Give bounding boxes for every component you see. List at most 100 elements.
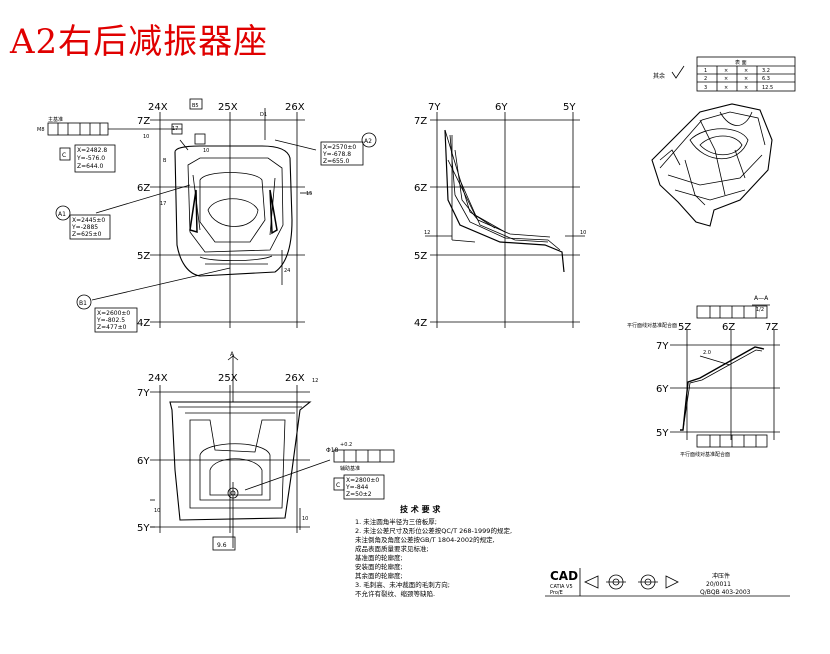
y-label-5z: 5Z <box>137 251 150 262</box>
tech-line: 基准面的轮廓度; <box>355 553 403 562</box>
hole-x: X=2800±0 <box>346 477 379 484</box>
b1-x: X=2600±0 <box>97 310 130 317</box>
drawing-title: A2右后减振器座 <box>10 22 269 62</box>
tech-line: 3. 毛刺高、未冲裁面的毛刺方向; <box>355 580 450 589</box>
dim-label: B <box>163 158 167 164</box>
x-label-25: 25X <box>218 102 238 113</box>
tech-line: 其余面的轮廓度; <box>355 571 403 580</box>
frame-label-m8: M8 <box>37 127 45 133</box>
view-bottom <box>150 355 395 551</box>
x-label-5y: 5Y <box>563 102 576 113</box>
y-label-4z: 4Z <box>414 318 427 329</box>
dim-label: 10 <box>154 508 160 514</box>
dim-label: 10 <box>143 134 149 140</box>
version-label: Pro/E <box>550 590 563 596</box>
b1-y: Y=-802.5 <box>96 317 125 324</box>
aux-datum-label: 辅助基准 <box>340 465 360 472</box>
x-label-7z: 7Z <box>765 322 778 333</box>
tech-line: 成品表面质量要求见标准; <box>355 544 429 553</box>
roughness-cell: 2 <box>704 76 707 82</box>
roughness-cell: × <box>724 76 728 82</box>
title-block-line: Q/BQB 403-2003 <box>700 589 751 596</box>
dim-label: 15 <box>306 191 312 197</box>
roughness-cell: × <box>724 85 728 91</box>
x-label-26: 26X <box>285 102 305 113</box>
title-block-line: 20/0011 <box>706 581 731 588</box>
roughness-cell: 12.5 <box>762 85 773 91</box>
x-label-25: 25X <box>218 373 238 384</box>
title-block-line: 冲压件 <box>712 572 730 580</box>
cad-label: CAD <box>550 569 578 583</box>
y-label-7z: 7Z <box>137 116 150 127</box>
dim-label: 10 <box>580 230 586 236</box>
y-label-6y: 6Y <box>656 384 669 395</box>
iso-view <box>651 103 773 227</box>
view-side-labels: 7Y 6Y 5Y 7Z 6Z 5Z 4Z 12 10 <box>414 102 586 329</box>
section-note-bottom: 平行面线对基准配合面 <box>680 451 730 458</box>
software-label: CATIA V5 <box>550 584 573 590</box>
x-label-6y: 6Y <box>495 102 508 113</box>
dim-label: 10 <box>203 148 209 154</box>
a1-z: Z=625±0 <box>72 231 102 238</box>
a3-y: Y=-576.0 <box>76 155 105 162</box>
a2-x: X=2570±0 <box>323 144 356 151</box>
frame-label-c: C <box>62 152 66 159</box>
hole-diameter: Φ18 <box>326 447 339 454</box>
title-block <box>545 568 790 597</box>
y-label-4z: 4Z <box>137 318 150 329</box>
tag-b1: B1 <box>79 300 87 307</box>
tech-heading: 技 术 要 求 <box>400 504 441 514</box>
tech-line: 安装面的轮廓度; <box>355 562 403 571</box>
hole-z: Z=50±2 <box>346 491 372 498</box>
roughness-labels: 其余 表 面 1 × × 3.2 2 × × 6.3 3 × × 12.5 <box>653 59 773 91</box>
b1-z: Z=477±0 <box>97 324 127 331</box>
y-label-5z: 5Z <box>414 251 427 262</box>
view-top <box>47 98 377 333</box>
tag-a2: A2 <box>364 138 372 145</box>
view-top-labels: 24X 25X 26X 7Z 6Z 5Z 4Z B5 M8 主基准 C A1 X… <box>37 102 372 331</box>
dim-label: 12 <box>312 378 318 384</box>
y-label-7z: 7Z <box>414 116 427 127</box>
hole-datum-tag: C <box>336 482 340 489</box>
dim-label: 12 <box>424 230 430 236</box>
frame-label-main: 主基准 <box>48 116 63 123</box>
hole-tolerance: +0.2 <box>340 442 352 448</box>
roughness-cell: 6.3 <box>762 76 770 82</box>
roughness-cell: × <box>744 68 748 74</box>
y-label-6y: 6Y <box>137 456 150 467</box>
a3-z: Z=644.0 <box>77 163 103 170</box>
tech-line: 1. 未注圆角半径为三倍板厚; <box>355 517 437 526</box>
dim-label: 10 <box>302 516 308 522</box>
tech-line: 不允许有裂纹、缩颈等缺陷. <box>355 589 435 598</box>
view-side <box>425 112 585 328</box>
section-mark: A <box>230 351 235 358</box>
dim-label: 17 <box>172 126 178 132</box>
tech-requirements: 技 术 要 求 1. 未注圆角半径为三倍板厚; 2. 未注公差尺寸及形位公差按Q… <box>355 504 512 598</box>
a3-x: X=2482.8 <box>77 147 107 154</box>
tag-a1: A1 <box>58 211 66 218</box>
a2-z: Z=655.0 <box>323 158 349 165</box>
section-view-labels: A—A 1/2 5Z 6Z 7Z 7Y 6Y 5Y 2.0 平行面线对基准配合面… <box>627 295 778 458</box>
roughness-cell: 3.2 <box>762 68 770 74</box>
datum-box-label: B5 <box>192 103 199 109</box>
y-label-6z: 6Z <box>137 183 150 194</box>
y-label-5y: 5Y <box>137 523 150 534</box>
dim-label: D1 <box>260 112 267 118</box>
roughness-cell: 1 <box>704 68 707 74</box>
roughness-cell: 3 <box>704 85 707 91</box>
a1-y: Y=-2885 <box>71 224 98 231</box>
roughness-label: 其余 <box>653 72 665 80</box>
roughness-cell: × <box>744 85 748 91</box>
dim-label: 24 <box>284 268 290 274</box>
y-label-5y: 5Y <box>656 428 669 439</box>
y-label-7y: 7Y <box>656 341 669 352</box>
a2-y: Y=-678.8 <box>322 151 351 158</box>
x-label-26: 26X <box>285 373 305 384</box>
section-scale: 1/2 <box>756 307 764 313</box>
title-block-labels: CAD CATIA V5 Pro/E 冲压件 20/0011 Q/BQB 403… <box>550 569 751 596</box>
section-title: A—A <box>754 295 769 302</box>
x-label-6z: 6Z <box>722 322 735 333</box>
x-label-7y: 7Y <box>428 102 441 113</box>
roughness-cell: × <box>724 68 728 74</box>
